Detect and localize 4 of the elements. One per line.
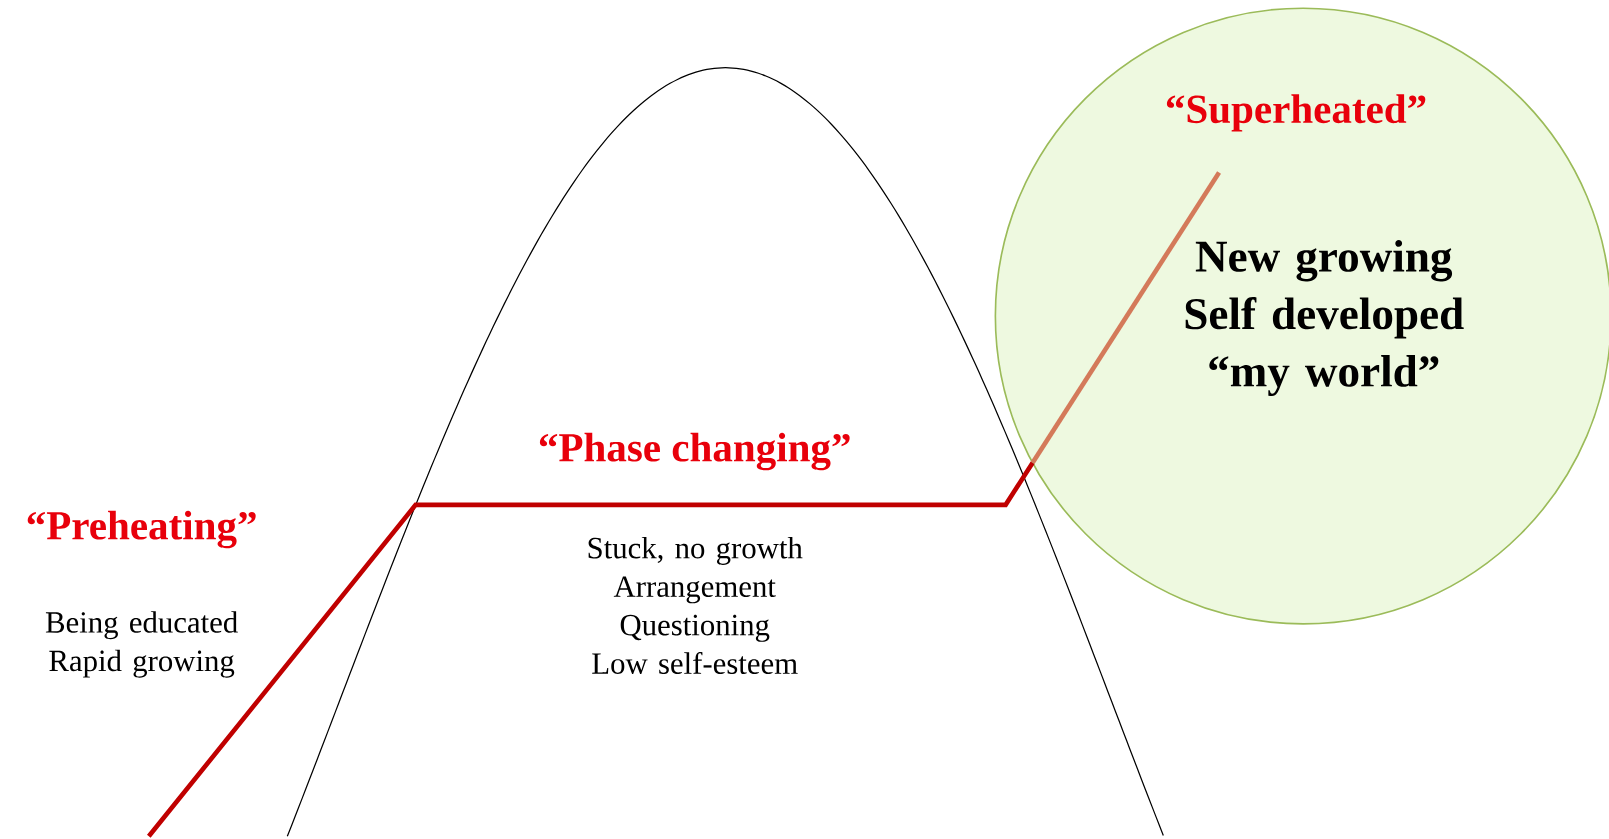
phase-label: “Preheating” [27, 510, 256, 549]
phase-label: “Phase changing” [539, 432, 850, 471]
phase-description: Being educated Rapid growing [45, 611, 238, 678]
phase-description: Stuck, no growth Arrangement Questioning Low self-esteem [588, 536, 803, 674]
